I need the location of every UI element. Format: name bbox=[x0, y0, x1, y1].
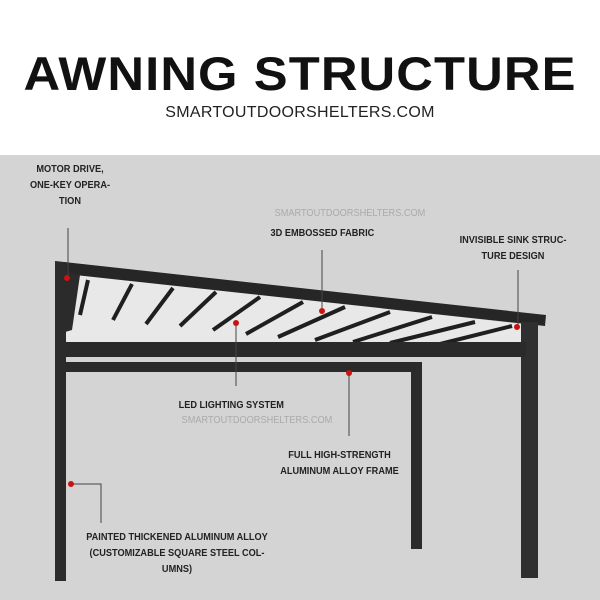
marker-motor bbox=[64, 275, 70, 281]
label-frame: FULL HIGH-STRENGTH ALUMINUM ALLOY FRAME bbox=[277, 448, 401, 480]
louver-slats bbox=[78, 279, 513, 346]
label-sink: INVISIBLE SINK STRUC- TURE DESIGN bbox=[453, 233, 573, 265]
marker-sink bbox=[514, 324, 520, 330]
label-line: MOTOR DRIVE, bbox=[36, 164, 104, 175]
marker-fabric bbox=[319, 308, 325, 314]
label-painted: PAINTED THICKENED ALUMINUM ALLOY (CUSTOM… bbox=[80, 530, 273, 578]
label-fabric: 3D EMBOSSED FABRIC bbox=[270, 228, 375, 239]
left-column bbox=[55, 262, 66, 581]
label-line: UMNS) bbox=[161, 564, 193, 575]
label-line: INVISIBLE SINK STRUC- bbox=[459, 235, 567, 246]
label-line: FULL HIGH-STRENGTH bbox=[288, 450, 391, 461]
page-title: AWNING STRUCTURE bbox=[23, 47, 577, 100]
marker-frame bbox=[346, 370, 352, 376]
watermark: SMARTOUTDOORSHELTERS.COM bbox=[274, 208, 426, 219]
watermark: SMARTOUTDOORSHELTERS.COM bbox=[181, 415, 333, 426]
label-line: TION bbox=[59, 196, 81, 207]
website-url: SMARTOUTDOORSHELTERS.COM bbox=[165, 104, 435, 121]
label-motor-drive: MOTOR DRIVE, ONE-KEY OPERA- TION bbox=[24, 162, 116, 210]
label-line: ALUMINUM ALLOY FRAME bbox=[280, 466, 399, 477]
label-led: LED LIGHTING SYSTEM bbox=[178, 400, 284, 411]
marker-painted bbox=[68, 481, 74, 487]
label-line: (CUSTOMIZABLE SQUARE STEEL COL- bbox=[89, 548, 265, 559]
lower-beam bbox=[66, 362, 416, 372]
label-line: PAINTED THICKENED ALUMINUM ALLOY bbox=[86, 532, 268, 543]
label-line: TURE DESIGN bbox=[481, 251, 545, 262]
label-line: ONE-KEY OPERA- bbox=[29, 180, 111, 191]
roof-beam bbox=[55, 261, 546, 326]
awning-structure-drawing bbox=[55, 228, 546, 581]
middle-column bbox=[411, 362, 422, 549]
marker-led bbox=[233, 320, 239, 326]
leader-lines bbox=[67, 228, 519, 523]
diagram-panel bbox=[0, 155, 600, 600]
right-column bbox=[521, 322, 538, 578]
main-beam bbox=[66, 342, 526, 357]
